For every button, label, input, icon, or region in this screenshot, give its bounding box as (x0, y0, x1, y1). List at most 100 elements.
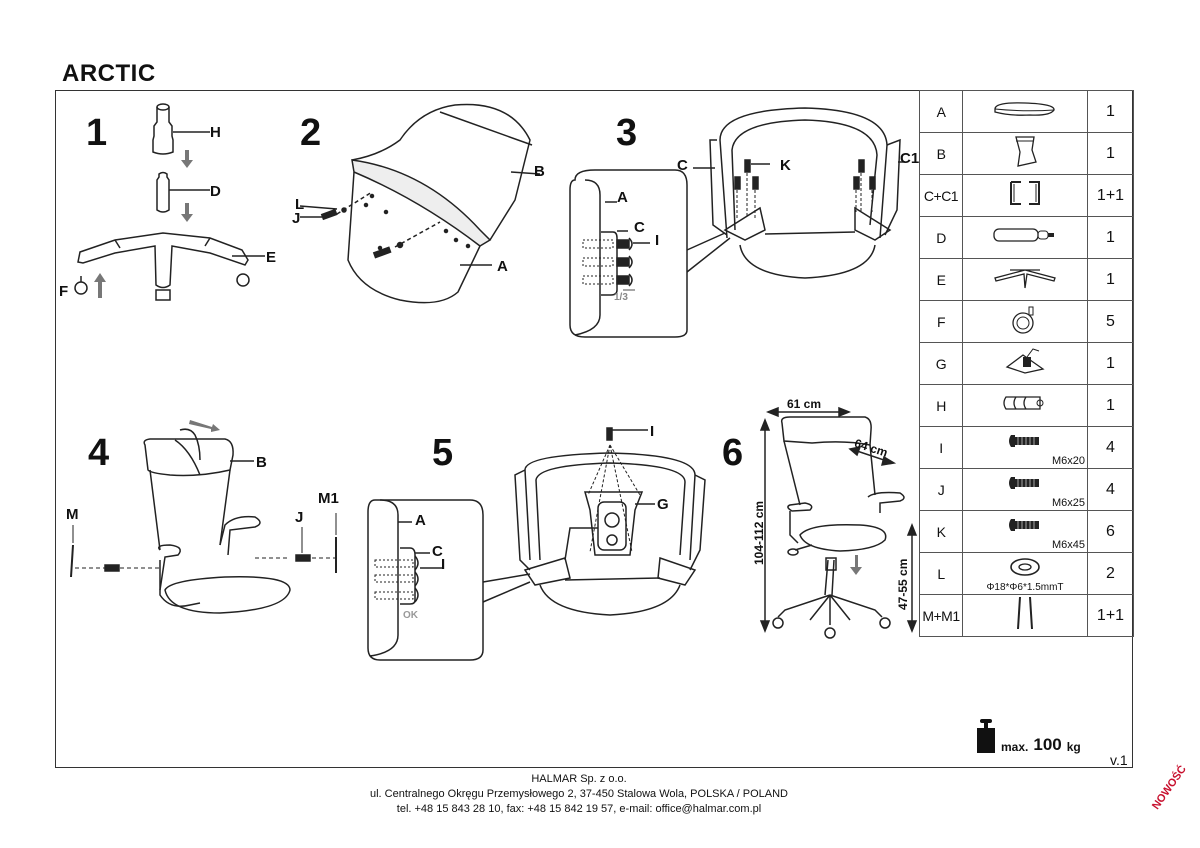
footer-company: HALMAR Sp. z o.o. (531, 773, 627, 785)
part-quantity: 1+1 (1087, 594, 1134, 637)
step-5-note: OK (403, 610, 418, 621)
down-arrows (94, 150, 193, 298)
part-quantity: 1 (1087, 342, 1134, 385)
part-code: H (919, 384, 963, 427)
part-code: L (919, 552, 963, 595)
step-5-detail-label-a: A (415, 512, 426, 529)
step-3-illustration (569, 107, 905, 338)
step-4-number: 4 (88, 432, 110, 474)
footer-contact: tel. +48 15 843 28 10, fax: +48 15 842 1… (396, 803, 762, 815)
dimension-height: 104-112 cm (752, 500, 766, 565)
step-5-label-i: I (650, 423, 655, 440)
part-icon-cell (962, 90, 1088, 133)
step-1-label-d: D (210, 183, 221, 200)
footer: HALMAR Sp. z o.o. ul. Centralnego Okręgu… (0, 772, 1158, 817)
step-3-detail-label-a: A (617, 189, 628, 206)
part-quantity: 6 (1087, 510, 1134, 553)
part-code: C+C1 (919, 174, 963, 217)
part-quantity: 2 (1087, 552, 1134, 595)
part-spec: M6x25 (1051, 497, 1085, 509)
part-icon-cell (962, 342, 1088, 385)
step-5-detail-label-i: I (441, 556, 446, 573)
part-code: I (919, 426, 963, 469)
chair-frame-drawing (709, 107, 901, 279)
step-1-label-f: F (59, 283, 69, 300)
part-icon-cell (962, 216, 1088, 259)
dimension-arrows (759, 406, 918, 634)
part-icon-cell: M6x20 (962, 426, 1088, 469)
part-quantity: 5 (1087, 300, 1134, 343)
step-5-detail-label-c: C (432, 543, 443, 560)
weight-icon (977, 719, 995, 753)
part-quantity: 1 (1087, 90, 1134, 133)
part-icon-cell (962, 174, 1088, 217)
part-icon-cell (962, 258, 1088, 301)
backrest-drawing (351, 103, 533, 241)
parts-row: C+C1 1+1 (919, 174, 1134, 217)
step-2-label-j: J (292, 210, 301, 227)
slide-arrow (189, 420, 220, 432)
chair-drawing (772, 416, 905, 639)
star-base-icon (990, 264, 1060, 295)
gas-lift-cover-icon (1000, 393, 1050, 418)
step-3-detail-label-c: C (634, 219, 645, 236)
part-icon-cell (962, 300, 1088, 343)
step-3-note: 1/3 (614, 292, 628, 303)
parts-row: M+M1 1+1 (919, 594, 1134, 637)
part-icon-cell (962, 594, 1088, 637)
step-6-illustration (759, 406, 918, 639)
backrest-icon (1010, 134, 1040, 173)
part-quantity: 4 (1087, 426, 1134, 469)
dimension-width: 61 cm (787, 397, 822, 411)
part-quantity: 1+1 (1087, 174, 1134, 217)
part-code: B (919, 132, 963, 175)
washer-icon (1008, 557, 1042, 582)
part-code: F (919, 300, 963, 343)
mechanism-icon (1003, 345, 1047, 382)
step-1-illustration (74, 103, 265, 301)
step-5-label-g: G (657, 496, 669, 513)
part-icon-cell: M6x25 (962, 468, 1088, 511)
footer-address: ul. Centralnego Okręgu Przemysłowego 2, … (369, 788, 788, 800)
step-4-label-b: B (256, 454, 267, 471)
gas-lift-cover-drawing (152, 103, 174, 155)
part-quantity: 1 (1087, 132, 1134, 175)
max-load-value: 100 (1033, 735, 1062, 754)
step-3-label-c: C (677, 157, 688, 174)
mechanism-drawing (564, 491, 644, 561)
pins-icon (1010, 595, 1040, 636)
star-base-drawing (74, 232, 250, 301)
step-5-illustration (367, 427, 706, 661)
part-spec: M6x45 (1051, 539, 1085, 551)
part-quantity: 1 (1087, 216, 1134, 259)
part-spec: M6x20 (1051, 455, 1085, 467)
step-2-illustration (299, 103, 541, 304)
step-4-label-m: M (66, 506, 79, 523)
gas-lift-icon (990, 225, 1060, 250)
part-icon-cell (962, 384, 1088, 427)
step-4-illustration (70, 420, 337, 614)
part-icon-cell (962, 132, 1088, 175)
product-title: ARCTIC (62, 60, 156, 87)
step-2-label-a: A (497, 258, 508, 275)
part-quantity: 4 (1087, 468, 1134, 511)
chair-drawing (143, 428, 291, 614)
step-3-label-k: K (780, 157, 791, 174)
part-code: D (919, 216, 963, 259)
part-code: K (919, 510, 963, 553)
part-code: M+M1 (919, 594, 963, 637)
version-label: v.1 (1110, 752, 1128, 768)
step-2-label-l: L (295, 196, 305, 213)
part-code: E (919, 258, 963, 301)
